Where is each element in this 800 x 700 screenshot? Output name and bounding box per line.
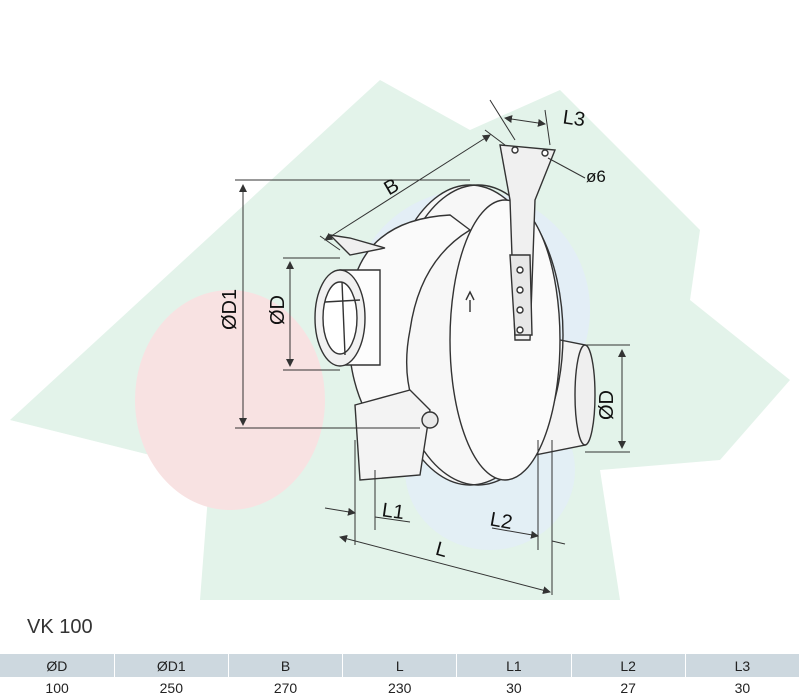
header-cell-d: ØD bbox=[0, 654, 115, 677]
value-cell-d: 100 bbox=[45, 680, 69, 696]
header-cell-l: L bbox=[342, 654, 458, 677]
dimension-label-l1: L1 bbox=[381, 499, 406, 524]
header-cell-d1: ØD1 bbox=[114, 654, 229, 677]
spec-table-header-row: ØD ØD1 B L L1 L2 L3 bbox=[0, 654, 800, 677]
dimension-lines bbox=[235, 99, 630, 595]
dimension-label-hole-diameter: ø6 bbox=[586, 167, 606, 186]
value-cell-l2: 27 bbox=[620, 680, 636, 696]
value-cell-l1: 30 bbox=[506, 680, 522, 696]
header-cell-b: B bbox=[228, 654, 344, 677]
dimension-label-d-outlet: ØD bbox=[596, 390, 618, 420]
value-cell-b: 270 bbox=[273, 680, 298, 696]
spec-table: ØD ØD1 B L L1 L2 L3 100 250 270 230 30 2… bbox=[0, 654, 800, 699]
fan-technical-drawing: B L3 ø6 ØD1 ØD ØD L1 L2 L bbox=[10, 80, 790, 600]
dimension-label-l3: L3 bbox=[561, 106, 586, 131]
value-cell-l: 230 bbox=[388, 680, 412, 696]
dimension-label-l: L bbox=[433, 538, 449, 562]
fan-body bbox=[314, 144, 596, 486]
value-cell-d1: 250 bbox=[159, 680, 183, 696]
header-cell-l3: L3 bbox=[685, 654, 800, 677]
table-row: 100 250 270 230 30 27 30 bbox=[0, 677, 800, 699]
value-cell-l3: 30 bbox=[734, 680, 751, 696]
watermark-red-flame bbox=[135, 290, 325, 510]
dimension-label-d1: ØD1 bbox=[219, 289, 241, 330]
dimension-label-d-inlet: ØD bbox=[267, 295, 289, 325]
model-title: VK 100 bbox=[27, 616, 93, 638]
header-cell-l2: L2 bbox=[571, 654, 686, 677]
dimension-label-l2: L2 bbox=[488, 509, 514, 535]
header-cell-l1: L1 bbox=[456, 654, 572, 677]
